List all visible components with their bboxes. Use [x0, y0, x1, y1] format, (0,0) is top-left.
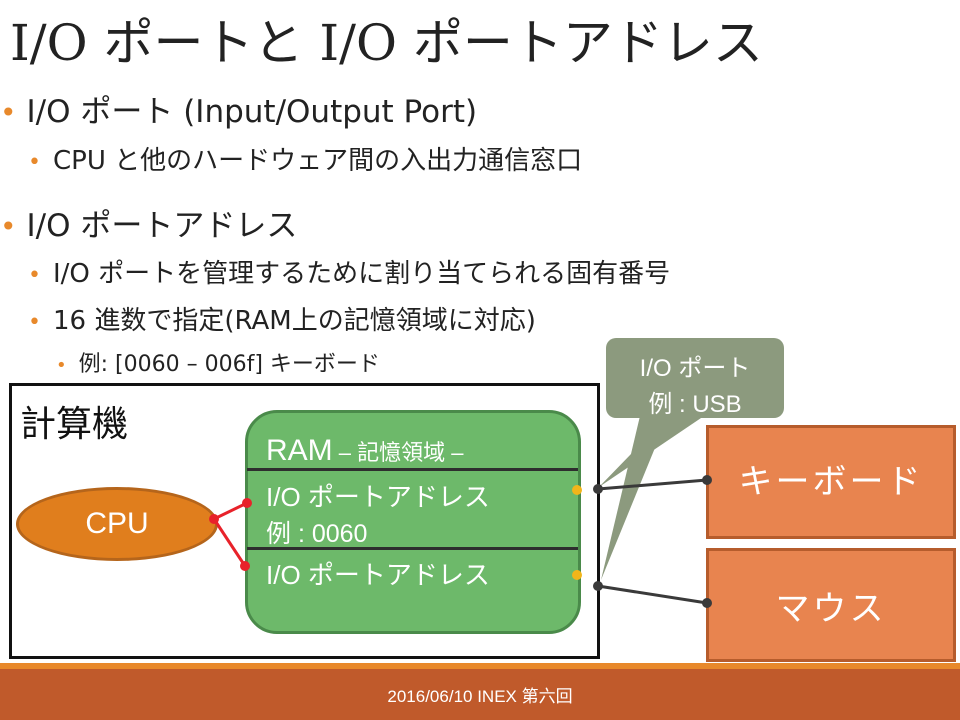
bullet-address-desc: • I/O ポートを管理するために割り当てられる固有番号 — [28, 253, 670, 290]
ram-port1-dot — [242, 498, 252, 508]
bullet-text: 例: [0060 – 006f] キーボード — [78, 352, 380, 377]
bullet-hex-spec: • 16 進数で指定(RAM上の記憶領域に対応) — [28, 300, 536, 337]
io-port-callout — [606, 338, 784, 418]
cpu-label: CPU — [85, 507, 149, 540]
bullet-dot-icon: • — [28, 310, 41, 335]
mouse-link-end — [702, 598, 712, 608]
bullet-text: I/O ポートアドレス — [26, 208, 298, 244]
bullet-io-port-address: • I/O ポートアドレス — [0, 200, 297, 245]
ram-header: RAM – 記憶領域 – — [266, 434, 463, 468]
ram-port1-label: I/O ポートアドレス — [266, 482, 490, 512]
callout-line1: I/O ポート — [639, 355, 751, 382]
bullet-example: • 例: [0060 – 006f] キーボード — [56, 346, 380, 378]
cpu-link-lower — [212, 518, 247, 567]
ram-port2-dot — [240, 561, 250, 571]
ram-divider — [247, 468, 578, 471]
bullet-dot-icon: • — [0, 96, 17, 129]
bullet-dot-icon: • — [56, 355, 67, 376]
computer-label: 計算機 — [20, 404, 129, 445]
keyboard-link — [597, 478, 708, 491]
keyboard-link-end — [702, 475, 712, 485]
footer-bar — [0, 669, 960, 720]
footer-text: 2016/06/10 INEX 第六回 — [387, 687, 573, 706]
bullet-dot-icon: • — [28, 263, 41, 288]
bullet-text: I/O ポートを管理するために割り当てられる固有番号 — [52, 259, 671, 289]
bullet-text: CPU と他のハードウェア間の入出力通信窓口 — [52, 146, 583, 176]
bullet-dot-icon: • — [28, 150, 41, 175]
mouse-link-start — [593, 581, 603, 591]
ram-port1-example: 例 : 0060 — [266, 520, 368, 548]
ram-block — [245, 410, 581, 634]
cpu-ellipse — [16, 487, 218, 561]
bullet-io-port: • I/O ポート (Input/Output Port) — [0, 86, 477, 131]
cpu-connector-dot — [209, 514, 219, 524]
ram-divider — [247, 547, 578, 550]
bullet-text: 16 進数で指定(RAM上の記憶領域に対応) — [52, 306, 536, 336]
bullet-io-port-desc: • CPU と他のハードウェア間の入出力通信窓口 — [28, 140, 582, 177]
ram-header-label: RAM — [266, 434, 333, 467]
footer-accent-line — [0, 663, 960, 669]
cpu-link-upper — [213, 501, 248, 521]
port-dot-mouse — [572, 570, 582, 580]
bullet-text: I/O ポート (Input/Output Port) — [26, 94, 478, 130]
mouse-device: マウス — [706, 548, 956, 662]
callout-tail-lower — [601, 416, 668, 580]
port-dot-keyboard — [572, 485, 582, 495]
keyboard-device: キーボード — [706, 425, 956, 539]
bullet-dot-icon: • — [0, 210, 17, 243]
slide-title: I/O ポートと I/O ポートアドレス — [10, 14, 763, 72]
mouse-link — [597, 584, 708, 605]
ram-port2-label: I/O ポートアドレス — [266, 560, 490, 590]
keyboard-link-start — [593, 484, 603, 494]
callout-line2: 例 : USB — [648, 391, 742, 418]
ram-header-sub: – 記憶領域 – — [332, 440, 464, 465]
